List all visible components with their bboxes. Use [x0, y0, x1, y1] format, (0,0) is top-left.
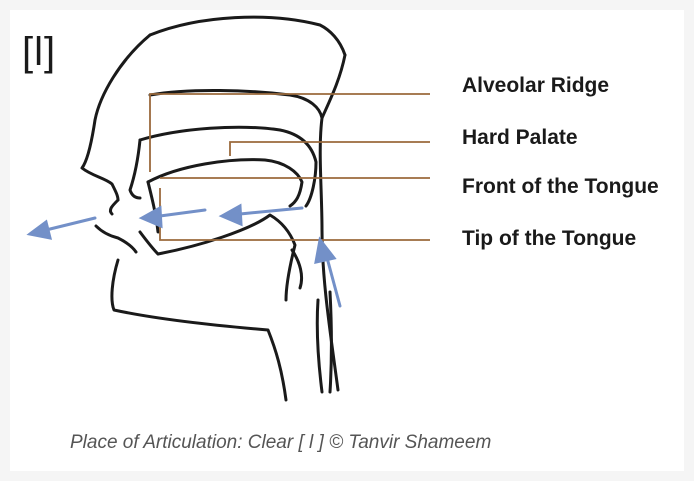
tongue-body — [148, 160, 302, 206]
airflow-arrow-lips — [46, 218, 95, 230]
larynx-left — [317, 300, 322, 392]
airflow-arrowhead-larynx — [316, 240, 334, 262]
airflow-arrowhead-mid-mouth — [142, 208, 161, 226]
upper-teeth — [130, 140, 140, 198]
lower-lip — [96, 226, 136, 252]
caption: Place of Articulation: Clear [ l ] © Tan… — [70, 432, 491, 454]
airflow-arrowhead-back-mouth — [222, 206, 241, 224]
label-hard-palate: Hard Palate — [462, 126, 578, 150]
leader-line-hard-palate — [230, 142, 430, 156]
airflow-arrowhead-lips — [30, 222, 50, 238]
larynx-right — [330, 292, 332, 392]
phoneme-symbol: [l] — [22, 30, 56, 75]
head-top — [150, 17, 345, 55]
label-tip-of-tongue: Tip of the Tongue — [462, 227, 636, 251]
label-front-of-tongue: Front of the Tongue — [462, 175, 659, 199]
label-alveolar-ridge: Alveolar Ridge — [462, 74, 609, 98]
upper-lip — [110, 200, 118, 214]
leader-line-tip-of-tongue — [160, 188, 430, 240]
airflow-arrow-larynx — [326, 254, 340, 306]
tongue-floor — [158, 215, 295, 300]
chin-neck — [112, 260, 286, 400]
face-profile-upper — [82, 35, 150, 200]
lower-teeth — [140, 232, 158, 254]
airflow-arrow-back-mouth — [240, 208, 302, 214]
airflow-arrow-mid-mouth — [160, 210, 205, 216]
